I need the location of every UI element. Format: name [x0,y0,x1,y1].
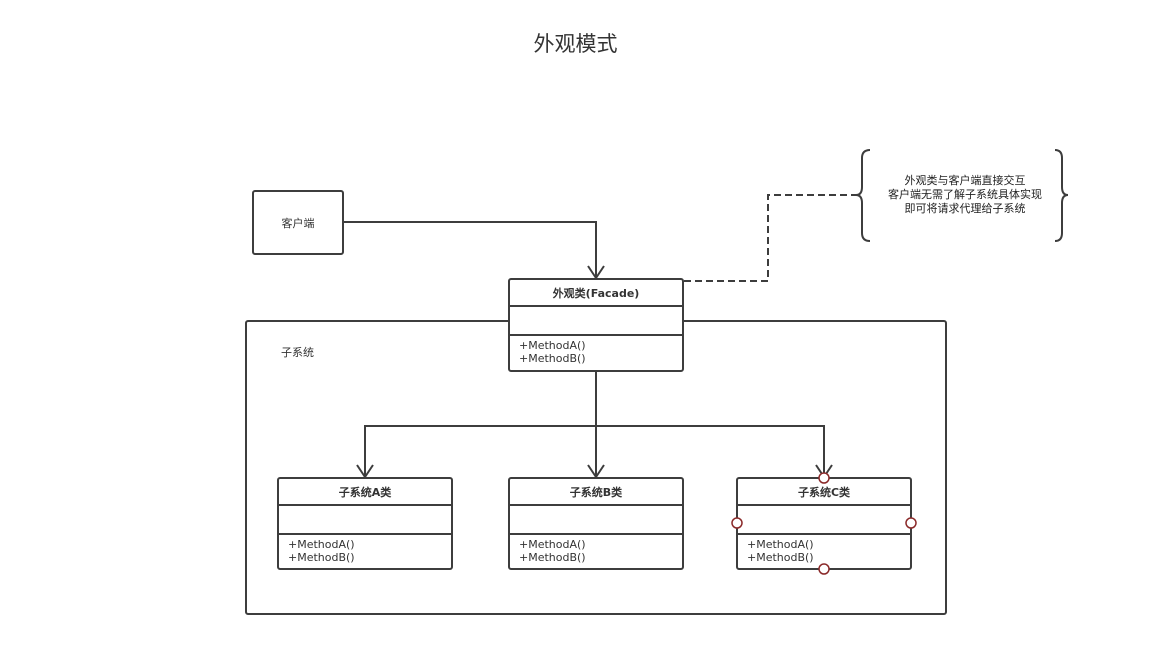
method: +MethodB() [288,551,355,564]
facade-attributes [510,307,682,336]
note-line: 客户端无需了解子系统具体实现 [888,188,1042,201]
subsystem-c-class[interactable]: 子系统C类 +MethodA() +MethodB() [736,477,912,570]
class-methods: +MethodA() +MethodB() [510,535,682,564]
note-dashed-connector[interactable] [684,194,860,282]
diagram-title: 外观模式 [533,32,618,56]
client-box[interactable]: 客户端 [252,190,344,255]
method: +MethodA() [519,339,586,352]
method: +MethodB() [519,352,586,365]
right-brace-icon [1054,149,1069,242]
branch-connector[interactable] [364,425,825,477]
method: +MethodA() [519,538,586,551]
facade-class[interactable]: 外观类(Facade) +MethodA() +MethodB() [508,278,684,372]
method: +MethodA() [288,538,355,551]
connection-point-right-icon[interactable] [905,517,917,529]
left-brace-icon [855,149,871,242]
connection-point-left-icon[interactable] [731,517,743,529]
class-methods: +MethodA() +MethodB() [738,535,910,564]
subsystem-a-class[interactable]: 子系统A类 +MethodA() +MethodB() [277,477,453,570]
method: +MethodB() [747,551,814,564]
class-name: 子系统B类 [510,479,682,506]
facade-methods: +MethodA() +MethodB() [510,336,682,365]
class-methods: +MethodA() +MethodB() [279,535,451,564]
connection-point-top-icon[interactable] [818,472,830,484]
subsystem-b-class[interactable]: 子系统B类 +MethodA() +MethodB() [508,477,684,570]
class-attributes [510,506,682,535]
note-line: 即可将请求代理给子系统 [904,202,1026,215]
note-text: 外观类与客户端直接交互 客户端无需了解子系统具体实现 即可将请求代理给子系统 [870,174,1060,216]
connection-point-bottom-icon[interactable] [818,563,830,575]
facade-class-name: 外观类(Facade) [510,280,682,307]
method: +MethodB() [519,551,586,564]
class-name: 子系统C类 [738,479,910,506]
method: +MethodA() [747,538,814,551]
note-line: 外观类与客户端直接交互 [904,174,1026,187]
client-to-facade-connector[interactable] [344,221,597,278]
class-attributes [738,506,910,535]
client-label: 客户端 [281,216,315,230]
subsystem-label: 子系统 [281,346,314,359]
class-attributes [279,506,451,535]
class-name: 子系统A类 [279,479,451,506]
